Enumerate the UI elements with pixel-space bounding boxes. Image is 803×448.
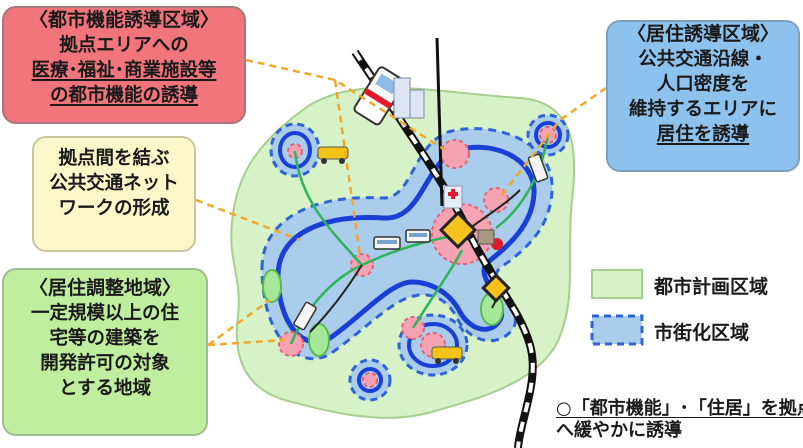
adjustment-title: 〈居住調整地域〉 <box>28 277 181 299</box>
urban-function-area-callout: 〈都市機能誘導区域〉 拠点エリアへの 医療･福祉･商業施設等 の都市機能の誘導 <box>2 6 246 124</box>
station-marker-icon <box>481 273 511 303</box>
legend-swatch-city-planning <box>591 269 643 299</box>
bus-icon <box>293 301 317 331</box>
residential-title: 〈居住誘導区域〉 <box>626 23 779 45</box>
adjustment-line-4: とする地域 <box>59 378 151 399</box>
green-patches <box>262 269 504 357</box>
adjustment-line-2: 宅等の建築を <box>49 328 161 349</box>
network-line-3: ワークの形成 <box>58 198 170 219</box>
hospital-building-icon <box>443 185 463 209</box>
adjustment-line-3: 開発許可の対象 <box>40 353 170 374</box>
legend-urbanization-label: 市街化区域 <box>654 322 750 344</box>
urban-function-line-3: の都市機能の誘導 <box>49 85 198 106</box>
network-line-1: 拠点間を結ぶ <box>58 148 170 169</box>
bus-icon <box>405 229 431 243</box>
city-buildings <box>393 77 425 119</box>
residential-adjustment-callout: 〈居住調整地域〉 一定規模以上の住 宅等の建築を 開発許可の対象 とする地域 <box>2 268 208 436</box>
station-marker-icon <box>438 210 478 250</box>
bus-icon <box>373 236 401 250</box>
taxi-icon <box>317 146 349 164</box>
caption: ○「都市機能」･「住居」を拠点 へ緩やかに誘導 <box>556 398 803 442</box>
urban-function-line-2: 医療･福祉･商業施設等 <box>31 60 217 81</box>
residential-line-2: 人口密度を <box>656 74 750 95</box>
train-icon <box>353 66 406 126</box>
residential-line-4: 居住を誘導 <box>656 124 750 145</box>
legend-city-planning-label: 都市計画区域 <box>654 276 769 298</box>
urban-function-line-1: 拠点エリアへの <box>59 35 189 56</box>
urban-function-title: 〈都市機能誘導区域〉 <box>28 9 219 31</box>
residential-line-3: 維持するエリアに <box>628 99 777 120</box>
adjustment-line-1: 一定規模以上の住 <box>30 303 179 324</box>
residential-line-1: 公共交通沿線・ <box>638 49 768 70</box>
network-line-2: 公共交通ネット <box>49 173 179 194</box>
truck-icon <box>477 229 495 245</box>
caption-line-1: ○「都市機能」･「住居」を拠点 <box>556 398 803 419</box>
transit-network-callout: 拠点間を結ぶ 公共交通ネット ワークの形成 <box>32 136 196 252</box>
leader-lines <box>195 58 607 347</box>
residential-area-callout: 〈居住誘導区域〉 公共交通沿線・ 人口密度を 維持するエリアに 居住を誘導 <box>606 20 800 172</box>
caption-line-2: へ緩やかに誘導 <box>556 420 682 441</box>
taxi-icon <box>431 346 463 364</box>
legend-swatch-urbanization <box>590 314 644 346</box>
